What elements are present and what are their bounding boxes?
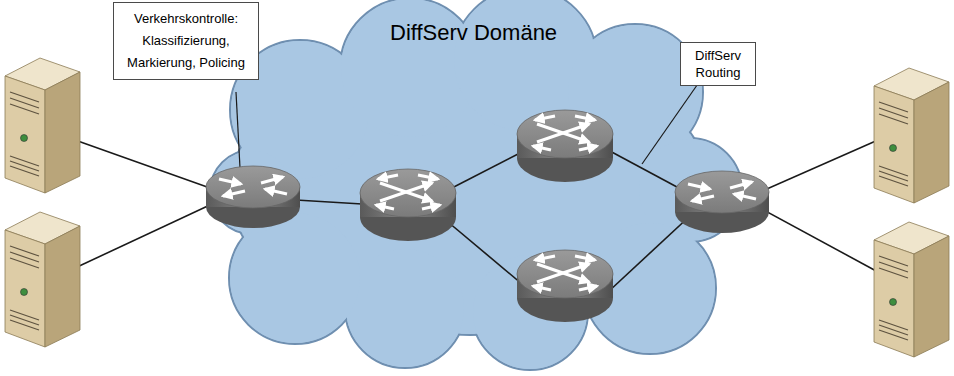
callout-box: Verkehrskontrolle: Klassifizierung, Mark… [113, 2, 259, 80]
leader-lines [236, 78, 702, 168]
network-links [75, 140, 878, 292]
callout-text: Verkehrskontrolle: Klassifizierung, Mark… [126, 8, 246, 74]
callout-box: DiffServ Routing [680, 42, 756, 86]
server-icons [5, 58, 949, 357]
router-icons [206, 110, 769, 322]
diagram-title: DiffServ Domäne [390, 20, 557, 46]
callout-text: DiffServ Routing [687, 47, 749, 81]
